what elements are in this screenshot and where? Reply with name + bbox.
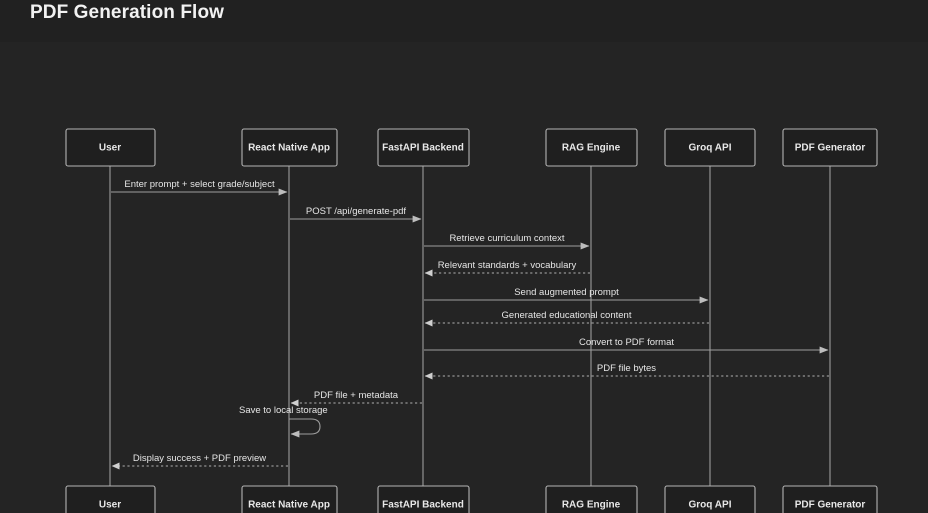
message-6[interactable]: Generated educational content [424, 310, 709, 327]
participant-label: PDF Generator [795, 143, 866, 154]
participant-label: React Native App [248, 143, 330, 154]
message-label: POST /api/generate-pdf [306, 206, 407, 217]
participant-label: React Native App [248, 500, 330, 511]
participant-label: User [99, 500, 121, 511]
participant-rag-top[interactable]: RAG Engine [545, 128, 638, 167]
message-label: Send augmented prompt [514, 287, 619, 298]
participant-pdf-bottom[interactable]: PDF Generator [782, 485, 878, 513]
message-5[interactable]: Send augmented prompt [424, 287, 709, 304]
message-11[interactable]: Display success + PDF preview [111, 453, 288, 470]
message-8[interactable]: PDF file bytes [424, 363, 829, 380]
participant-label: RAG Engine [562, 500, 621, 511]
participant-box [782, 485, 878, 513]
participant-user-bottom[interactable]: User [65, 485, 156, 513]
participant-user-top[interactable]: User [65, 128, 156, 167]
participant-label: FastAPI Backend [382, 500, 464, 511]
participant-box [241, 485, 338, 513]
participant-box [241, 128, 338, 167]
participant-label: PDF Generator [795, 500, 866, 511]
participant-label: Groq API [689, 500, 732, 511]
message-label: Save to local storage [239, 405, 328, 416]
participant-boxes-top: User React Native App FastAPI Backend RAG E… [65, 128, 878, 167]
message-label: PDF file + metadata [314, 390, 399, 401]
message-3[interactable]: Retrieve curriculum context [424, 233, 590, 250]
message-2[interactable]: POST /api/generate-pdf [290, 206, 422, 223]
self-loop-arrow [289, 418, 321, 438]
participant-label: User [99, 143, 121, 154]
participant-label: RAG Engine [562, 143, 621, 154]
message-label: Generated educational content [502, 310, 632, 321]
message-4[interactable]: Relevant standards + vocabulary [424, 260, 590, 277]
participant-box [377, 485, 470, 513]
participant-label: Groq API [689, 143, 732, 154]
message-label: Retrieve curriculum context [449, 233, 564, 244]
participant-groq-bottom[interactable]: Groq API [664, 485, 756, 513]
participant-backend-bottom[interactable]: FastAPI Backend [377, 485, 470, 513]
participant-label: FastAPI Backend [382, 143, 464, 154]
message-label: Display success + PDF preview [133, 453, 266, 464]
participant-rag-bottom[interactable]: RAG Engine [545, 485, 638, 513]
message-1[interactable]: Enter prompt + select grade/subject [111, 179, 288, 196]
participant-backend-top[interactable]: FastAPI Backend [377, 128, 470, 167]
participant-box [545, 485, 638, 513]
participant-box [782, 128, 878, 167]
participant-box [664, 128, 756, 167]
message-label: PDF file bytes [597, 363, 656, 374]
participant-pdf-top[interactable]: PDF Generator [782, 128, 878, 167]
message-label: Enter prompt + select grade/subject [124, 179, 275, 190]
message-label: Relevant standards + vocabulary [438, 260, 577, 271]
message-7[interactable]: Convert to PDF format [424, 337, 829, 354]
message-9[interactable]: PDF file + metadata [290, 390, 422, 407]
participant-box [377, 128, 470, 167]
participant-groq-top[interactable]: Groq API [664, 128, 756, 167]
participant-box [65, 128, 156, 167]
participant-box [545, 128, 638, 167]
lifelines-group [109, 166, 831, 486]
participant-boxes-bottom: User React Native App FastAPI Backend RAG E… [65, 485, 878, 513]
participant-box [664, 485, 756, 513]
message-label: Convert to PDF format [579, 337, 674, 348]
participant-box [65, 485, 156, 513]
participant-app-bottom[interactable]: React Native App [241, 485, 338, 513]
message-10[interactable]: Save to local storage [239, 405, 328, 438]
messages-group: Enter prompt + select grade/subjectPOST … [111, 179, 829, 470]
page-title: PDF Generation Flow [30, 2, 225, 23]
participant-app-top[interactable]: React Native App [241, 128, 338, 167]
